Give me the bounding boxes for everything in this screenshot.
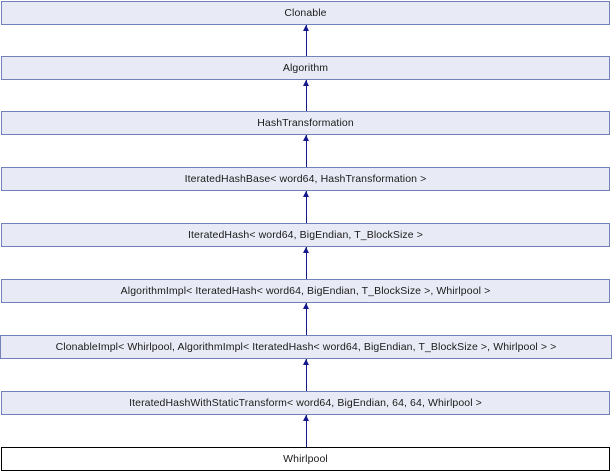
arrowhead-up-icon [303,415,309,421]
edge-line [306,135,307,167]
arrowhead-up-icon [303,303,309,309]
arrowhead-up-icon [303,247,309,253]
edge-line [306,80,307,111]
class-node-clonable[interactable]: Clonable [1,1,610,25]
edge-line [306,25,307,56]
class-node-label: AlgorithmImpl< IteratedHash< word64, Big… [120,285,491,297]
class-node-label: ClonableImpl< Whirlpool, AlgorithmImpl< … [55,341,557,353]
edge-line [306,359,307,391]
class-node-clonableimpl[interactable]: ClonableImpl< Whirlpool, AlgorithmImpl< … [0,335,612,359]
class-node-iteratedhash[interactable]: IteratedHash< word64, BigEndian, T_Block… [1,223,610,247]
arrowhead-up-icon [303,359,309,365]
class-node-label: HashTransformation [257,117,354,129]
class-node-iteratedhashwithstatictransform[interactable]: IteratedHashWithStaticTransform< word64,… [1,391,610,415]
class-node-iteratedhashbase[interactable]: IteratedHashBase< word64, HashTransforma… [1,167,610,191]
edge-line [306,415,307,447]
class-node-hashtransformation[interactable]: HashTransformation [1,111,610,135]
class-node-label: IteratedHash< word64, BigEndian, T_Block… [188,229,423,241]
arrowhead-up-icon [303,191,309,197]
class-node-algorithmimpl[interactable]: AlgorithmImpl< IteratedHash< word64, Big… [1,279,610,303]
class-node-algorithm[interactable]: Algorithm [1,56,610,80]
class-node-whirlpool[interactable]: Whirlpool [1,447,610,471]
arrowhead-up-icon [303,135,309,141]
arrowhead-up-icon [303,25,309,31]
class-node-label: IteratedHashBase< word64, HashTransforma… [184,173,427,185]
arrowhead-up-icon [303,80,309,86]
edge-line [306,247,307,279]
edge-line [306,303,307,335]
class-node-label: Whirlpool [283,453,328,465]
class-node-label: Clonable [284,7,327,19]
class-node-label: IteratedHashWithStaticTransform< word64,… [129,397,482,409]
edge-line [306,191,307,223]
class-node-label: Algorithm [282,62,329,74]
